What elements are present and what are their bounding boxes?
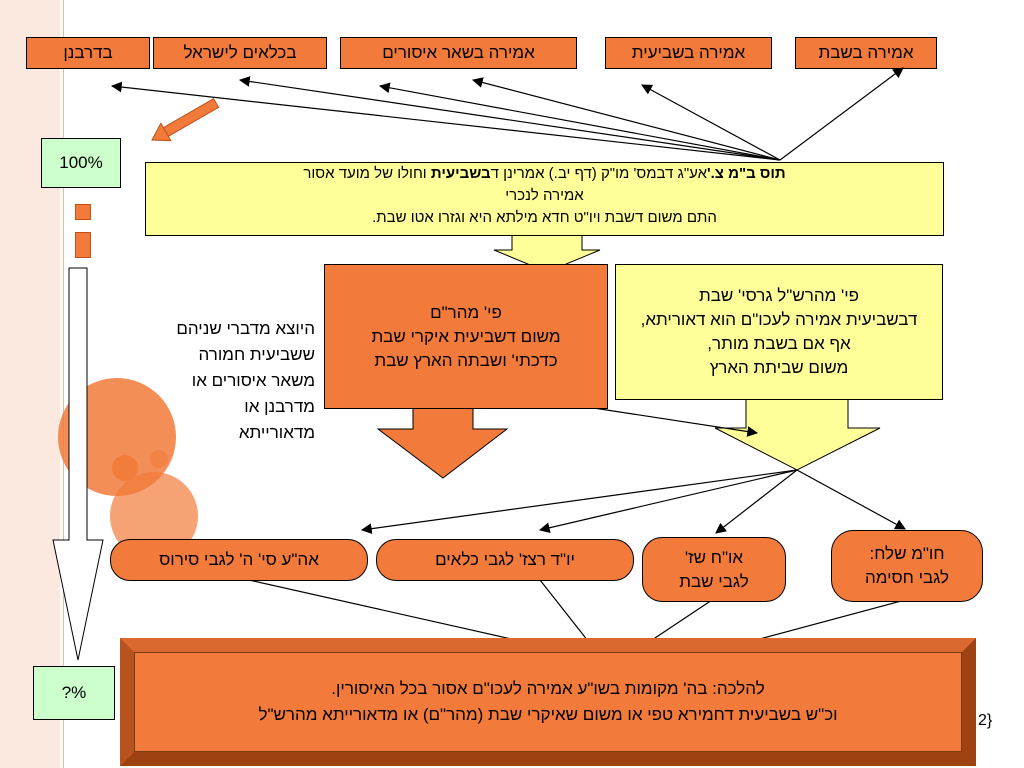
pill-orach-chaim: או"ח שז' לגבי שבת <box>642 537 786 602</box>
tosafot-bold-word: בשביעית <box>430 165 491 182</box>
conclusion-box: להלכה: בה' מקומות בשו"ע אמירה לעכו"ם אסו… <box>134 652 962 752</box>
maharam-line-2: כדכתי' ושבתה הארץ שבת <box>374 350 558 370</box>
decor-circle-small-2 <box>150 450 168 468</box>
top-box-kilayim: בכלאים לישראל <box>153 37 327 69</box>
slide-number: 2} <box>978 712 993 729</box>
percent-top-box: 100% <box>41 138 121 188</box>
side-conclusion-text: היוצא מדברי שניהם ששביעית חמורה משאר איס… <box>110 316 315 446</box>
yellow-down-arrow-1 <box>493 233 601 273</box>
maharshal-line-1: פי' מהרש"ל גרסי' שבת <box>698 286 860 305</box>
top-box-shabbat: אמירה בשבת <box>795 37 937 69</box>
maharam-line-1: משום דשביעית איקרי שבת <box>371 326 561 346</box>
side-line-2: ששביעית חמורה <box>198 345 315 364</box>
maharshal-line-4: משום שביתת הארץ <box>709 358 849 377</box>
pill-even-haezer: אה"ע סי' ה' לגבי סירוס <box>110 539 368 581</box>
side-line-1: היוצא מדברי שניהם <box>176 319 315 338</box>
pill-yoreh-deah: יו"ד רצז' לגבי כלאים <box>376 539 634 581</box>
side-line-4: מדרבנן או <box>244 397 315 416</box>
dash-marker <box>75 232 91 258</box>
pill-choshen-line-1: חו"מ שלח: <box>869 544 945 563</box>
side-line-3: משאר איסורים או <box>191 371 315 390</box>
left-margin-line <box>63 0 64 768</box>
maharam-title: פי' מהר"ם <box>430 302 502 322</box>
percent-bottom-box: ?% <box>33 666 115 720</box>
pill-choshen-mishpat: חו"מ שלח: לגבי חסימה <box>831 530 983 602</box>
top-box-other-prohibitions: אמירה בשאר איסורים <box>340 37 577 69</box>
tosafot-line-2: אמירה לנכרי <box>505 187 584 204</box>
pill-orach-line-2: לגבי שבת <box>679 571 749 591</box>
tosafot-line-1: תוס ב"מ צ.'אע"ג דבמס' מו"ק (דף יב.) אמרי… <box>146 163 943 185</box>
conclusion-line-2: וכ"ש בשביעית דחמירא טפי או משום שאיקרי ש… <box>258 705 838 724</box>
left-margin-stripe <box>0 0 60 768</box>
yellow-down-arrow-2 <box>714 397 881 471</box>
dash-marker <box>75 204 91 220</box>
side-line-5: מדאורייתא <box>238 423 315 442</box>
frame-bevel <box>120 638 976 766</box>
pointer-arrow <box>151 97 220 142</box>
maharshal-box: פי' מהרש"ל גרסי' שבת דבשביעית אמירה לעכו… <box>615 264 943 400</box>
maharshal-line-3: אף אם בשבת מותר, <box>707 334 851 353</box>
tosafot-title: תוס ב"מ צ.' <box>707 165 786 182</box>
tosafot-line-3: התם משום דשבת ויו"ט חדא מילתא היא וגזרו … <box>372 209 717 226</box>
tosafot-text-a: אע"ג דבמס' מו"ק (דף יב.) אמרינן ד <box>490 165 708 182</box>
pill-orach-line-1: או"ח שז' <box>684 547 744 567</box>
orange-down-arrow <box>376 407 509 479</box>
pill-choshen-line-2: לגבי חסימה <box>864 568 950 587</box>
conclusion-line-1: להלכה: בה' מקומות בשו"ע אמירה לעכו"ם אסו… <box>331 679 765 698</box>
top-box-derabanan: בדרבנן <box>26 37 150 69</box>
long-down-arrow <box>52 267 104 661</box>
decor-circle-small <box>112 455 138 481</box>
maharshal-line-2: דבשביעית אמירה לעכו"ם הוא דאוריתא, <box>640 310 918 329</box>
top-box-sheviit: אמירה בשביעית <box>605 37 772 69</box>
conclusion-frame: להלכה: בה' מקומות בשו"ע אמירה לעכו"ם אסו… <box>120 638 976 766</box>
maharam-box: פי' מהר"ם משום דשביעית איקרי שבת כדכתי' … <box>324 264 608 409</box>
tosafot-box: תוס ב"מ צ.'אע"ג דבמס' מו"ק (דף יב.) אמרי… <box>145 162 944 236</box>
tosafot-text-b: וחולו של מועד אסור <box>303 165 431 182</box>
